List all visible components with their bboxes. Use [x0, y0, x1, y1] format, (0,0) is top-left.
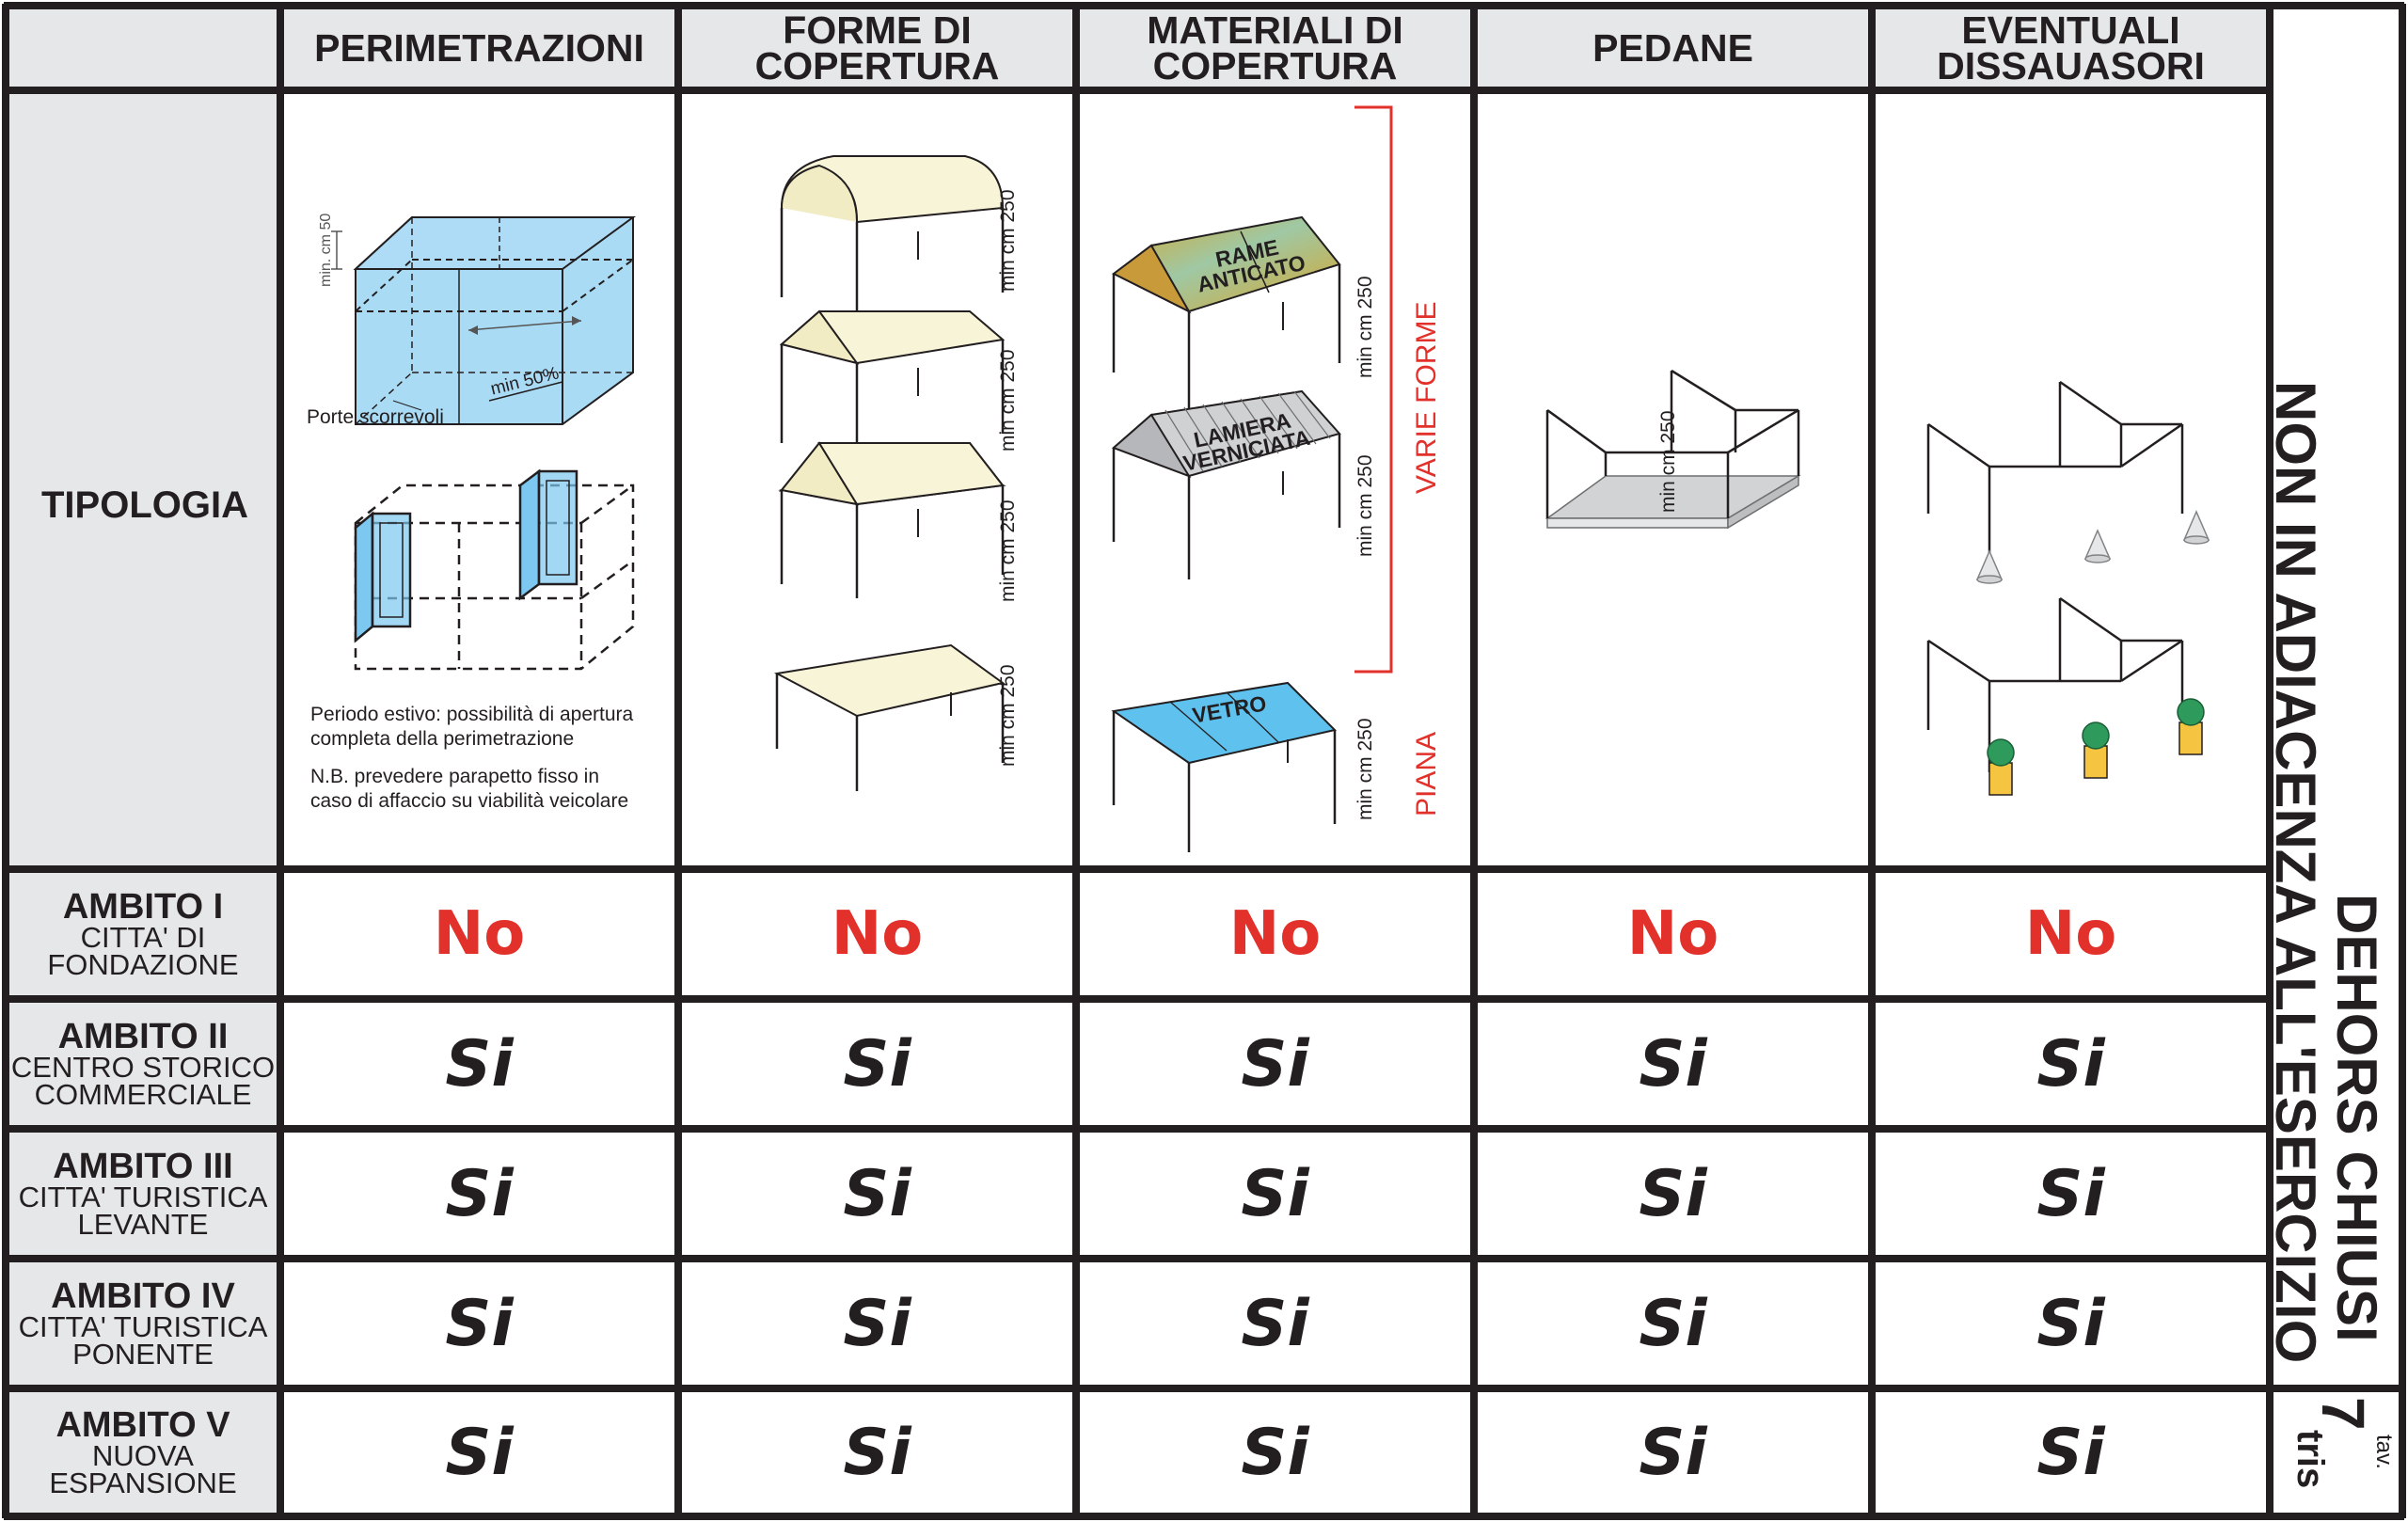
corner-cell: [6, 6, 280, 90]
roof-height-label-1: min cm 250: [997, 189, 1019, 292]
piana-label: PIANA: [1411, 731, 1442, 816]
cone-shapes: [1975, 510, 2210, 584]
planter-shapes: [1987, 698, 2205, 796]
header-bg-2: [678, 6, 1076, 90]
material-height-label-3: min cm 250: [1354, 718, 1376, 820]
pedana-drawing: [1545, 369, 1801, 530]
cell-ambito4-dissuasori: Si: [2036, 1286, 2105, 1361]
cell-ambito3-pedane: Si: [1639, 1156, 1707, 1231]
varie-forme-label: VARIE FORME: [1411, 301, 1442, 494]
cell-ambito3-materiali: Si: [1241, 1156, 1309, 1231]
label-bg-row-4: [6, 1259, 280, 1388]
label-bg-row-3: [6, 1129, 280, 1259]
cell-ambito5-forme: Si: [843, 1415, 911, 1490]
cell-ambito4-perimetrazioni: Si: [445, 1286, 514, 1361]
sheet-number: 7: [2309, 1397, 2377, 1431]
header-pedane: PEDANE: [1592, 26, 1753, 70]
header-bg-1: [280, 6, 678, 90]
cell-ambito1-perimetrazioni: No: [433, 899, 526, 969]
perimetrazione-glass-box-drawing: [331, 216, 637, 671]
cell-ambito4-forme: Si: [843, 1286, 911, 1361]
pedana-height-label: min cm 250: [1657, 410, 1679, 513]
sheet-tav-label: tav.: [2371, 1435, 2397, 1469]
label-bg-row-1: [6, 869, 280, 999]
label-bg-row-5: [6, 1388, 280, 1516]
cell-ambito5-pedane: Si: [1639, 1415, 1707, 1490]
sliding-doors-label: Porte scorrevoli: [307, 406, 444, 428]
min-height-label: min. cm 50: [318, 213, 334, 287]
cell-ambito3-dissuasori: Si: [2036, 1156, 2105, 1231]
cell-ambito3-perimetrazioni: Si: [445, 1156, 514, 1231]
cell-ambito1-materiali: No: [1228, 899, 1322, 969]
roof-height-label-2: min cm 250: [997, 349, 1019, 452]
cell-ambito2-perimetrazioni: Si: [445, 1026, 514, 1102]
cell-ambito1-forme: No: [831, 899, 924, 969]
note-summer-line1: Periodo estivo: possibilità di apertura: [310, 704, 634, 725]
label-bg-row-2: [6, 999, 280, 1129]
cell-ambito5-perimetrazioni: Si: [445, 1415, 514, 1490]
note-nb-line2: caso di affaccio su viabilità veicolare: [310, 790, 629, 812]
cell-ambito2-forme: Si: [843, 1026, 911, 1102]
cell-ambito4-materiali: Si: [1241, 1286, 1309, 1361]
side-title-line1: DEHORS CHIUSI: [2325, 894, 2388, 1342]
note-nb-line1: N.B. prevedere parapetto fisso in: [310, 766, 600, 787]
roof-shapes-drawing: [773, 155, 1006, 791]
header-perimetrazioni: PERIMETRAZIONI: [314, 26, 644, 70]
cell-ambito1-pedane: No: [1626, 899, 1719, 969]
cell-ambito2-dissuasori: Si: [2036, 1026, 2105, 1102]
header-bg-3: [1076, 6, 1474, 90]
cell-ambito5-materiali: Si: [1241, 1415, 1309, 1490]
cell-ambito5-dissuasori: Si: [2036, 1415, 2105, 1490]
tipologia-label: TIPOLOGIA: [41, 484, 248, 526]
roof-materials-drawing: [1111, 105, 1393, 852]
header-bg-5: [1872, 6, 2270, 90]
cell-ambito2-pedane: Si: [1639, 1026, 1707, 1102]
header-bg-4: [1474, 6, 1872, 90]
dissuasori-drawing: [1926, 380, 2210, 796]
side-title-line2: NON IN ADIACENZA ALL'ESERCIZIO: [2264, 381, 2327, 1364]
material-height-label-2: min cm 250: [1354, 454, 1376, 557]
note-summer-line2: completa della perimetrazione: [310, 728, 575, 750]
roof-height-label-4: min cm 250: [997, 664, 1019, 767]
cell-ambito3-forme: Si: [843, 1156, 911, 1231]
material-height-label-1: min cm 250: [1354, 276, 1376, 378]
sheet-suffix: tris: [2289, 1430, 2331, 1489]
cell-ambito1-dissuasori: No: [2024, 899, 2117, 969]
cell-ambito2-materiali: Si: [1241, 1026, 1309, 1102]
roof-height-label-3: min cm 250: [997, 499, 1019, 602]
label-bg-tipologia: [6, 90, 280, 869]
cell-ambito4-pedane: Si: [1639, 1286, 1707, 1361]
